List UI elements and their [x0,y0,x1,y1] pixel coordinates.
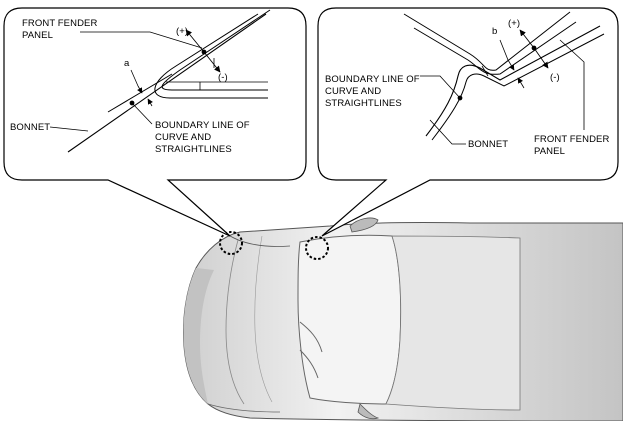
left-gap-arrow-2 [147,98,153,107]
left-detail-drawing [49,9,271,153]
right-pivot-dot [531,45,537,51]
right-label-front-fender-line2: PANEL [534,146,565,157]
car-side-mirror [349,217,379,233]
right-plus-arrow [519,29,535,49]
location-circle-right [305,236,329,260]
right-minus-arrow [533,47,549,69]
right-fender-trim-1 [403,11,571,71]
left-label-boundary-line1: BOUNDARY LINE OF [155,120,250,131]
car-side-mirror-lower [357,403,380,420]
left-fender-outer-line [161,9,271,91]
left-plus-arrow [185,29,205,53]
right-gap-arrow-2 [517,77,525,89]
left-pivot-dot [201,49,207,55]
right-label-b-leader [499,39,509,61]
car-wiper [299,321,323,353]
right-bonnet-leader [429,119,466,145]
right-callout-bubble [317,7,619,237]
left-label-bonnet: BONNET [10,122,50,133]
right-label-boundary-line3: STRAIGHTLINES [325,98,402,109]
right-label-plus: (+) [508,18,520,29]
car-bonnet-crease [225,239,245,405]
location-circle-left [219,231,243,255]
left-boundary-leader [131,102,153,125]
car-bonnet-crease-2 [254,235,273,403]
left-label-plus: (+) [176,26,188,37]
left-label-a: a [124,58,130,69]
left-fender-inner-line [154,13,268,99]
car-roof [385,235,521,411]
left-label-minus: (-) [218,72,228,83]
right-boundary-leader [420,75,461,99]
right-bonnet-curve-inner [431,33,605,141]
car-windshield [297,234,402,405]
right-label-b: b [492,26,497,37]
right-label-bonnet: BONNET [468,139,508,150]
left-label-front-fender-line1: FRONT FENDER [22,18,97,29]
left-bonnet-line [67,13,267,153]
right-label-minus: (-) [550,72,560,83]
left-label-a-leader [130,69,139,87]
left-gap-arrow-1 [137,85,143,94]
right-fender-trim-2 [413,21,577,75]
car-wiper-2 [299,349,319,379]
right-gap-arrow-1 [507,59,515,71]
left-label-boundary-line2: CURVE AND [155,132,211,143]
left-label-front-fender-line2: PANEL [22,30,53,41]
right-label-boundary-line2: CURVE AND [325,86,381,97]
right-bonnet-curve [425,25,601,137]
car-fender-seam-2 [207,403,281,413]
right-detail-drawing [403,11,605,145]
left-callout-bubble [3,7,307,237]
right-label-boundary-line1: BOUNDARY LINE OF [325,74,420,85]
right-label-front-fender-line1: FRONT FENDER [534,134,609,145]
left-bonnet-leader [49,126,89,132]
car-fender-shade [183,268,214,404]
left-fender-leader [80,31,203,49]
left-minus-arrow [203,51,221,73]
left-label-boundary-line3: STRAIGHTLINES [155,144,232,155]
right-fender-leader [559,39,585,130]
car-illustration [183,217,623,421]
